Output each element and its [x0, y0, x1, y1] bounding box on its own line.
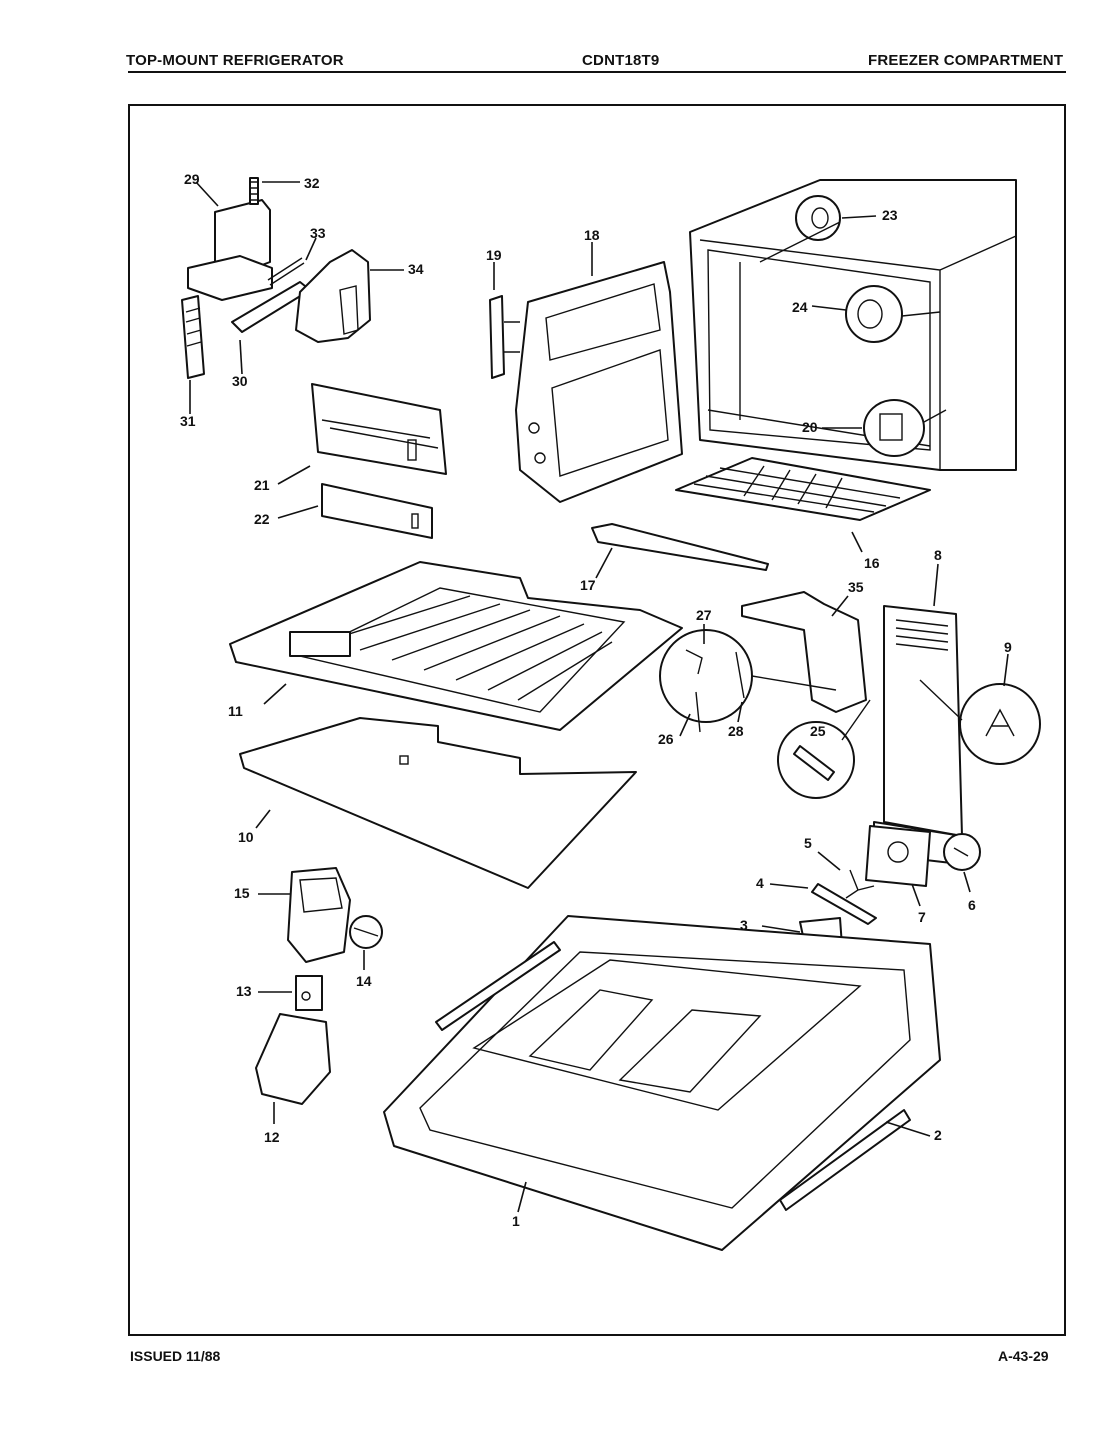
callout-35: 35	[848, 579, 864, 595]
callout-23: 23	[882, 207, 898, 223]
callout-12: 12	[264, 1129, 280, 1145]
control-housing	[311, 383, 447, 539]
callout-26: 26	[658, 731, 674, 747]
callout-8: 8	[934, 547, 942, 563]
callout-27: 27	[696, 607, 712, 623]
freezer-wire-shelf	[591, 457, 931, 571]
ice-bucket-group	[255, 867, 383, 1105]
callout-6: 6	[968, 897, 976, 913]
shelf-divider	[229, 561, 683, 731]
callout-2: 2	[934, 1127, 942, 1143]
evaporator-shroud	[873, 605, 1041, 865]
callout-14: 14	[356, 973, 372, 989]
callout-1: 1	[512, 1213, 520, 1229]
footer-issue-date: ISSUED 11/88	[130, 1348, 221, 1364]
callout-21: 21	[254, 477, 270, 493]
callout-32: 32	[304, 175, 320, 191]
callout-10: 10	[238, 829, 254, 845]
callout-labels: 29 32 33 34 30 31 19 18 23 24 20 21 22 1…	[180, 171, 1012, 1229]
callout-7: 7	[918, 909, 926, 925]
callout-11: 11	[228, 703, 243, 719]
diagram-frame	[128, 104, 1066, 1336]
leader-lines	[189, 181, 1009, 1213]
header-rule	[128, 71, 1066, 73]
insulation-pad	[239, 717, 637, 889]
footer-page-code: A-43-29	[998, 1348, 1049, 1364]
header-model-type: TOP-MOUNT REFRIGERATOR	[126, 52, 344, 69]
callout-9: 9	[1004, 639, 1012, 655]
callout-31: 31	[180, 413, 196, 429]
freezer-cabinet	[689, 179, 1017, 471]
callout-18: 18	[584, 227, 600, 243]
callout-19: 19	[486, 247, 502, 263]
callout-24: 24	[792, 299, 808, 315]
callout-5: 5	[804, 835, 812, 851]
callout-34: 34	[408, 261, 424, 277]
freezer-liner-panel	[489, 261, 683, 503]
callout-33: 33	[310, 225, 326, 241]
freezer-liner-bottom	[383, 915, 941, 1251]
damper-control-assembly	[181, 177, 371, 379]
evaporator-cover	[659, 591, 871, 799]
callout-25: 25	[810, 723, 826, 739]
header-model-number: CDNT18T9	[582, 52, 660, 69]
callout-15: 15	[234, 885, 250, 901]
callout-29: 29	[184, 171, 200, 187]
callout-4: 4	[756, 875, 764, 891]
callout-30: 30	[232, 373, 248, 389]
callout-17: 17	[580, 577, 596, 593]
callout-13: 13	[236, 983, 252, 999]
callout-20: 20	[802, 419, 818, 435]
header-section: FREEZER COMPARTMENT	[868, 52, 1064, 69]
callout-3: 3	[740, 917, 748, 933]
fan-motor-group	[799, 825, 981, 951]
callout-22: 22	[254, 511, 270, 527]
callout-16: 16	[864, 555, 880, 571]
callout-28: 28	[728, 723, 744, 739]
